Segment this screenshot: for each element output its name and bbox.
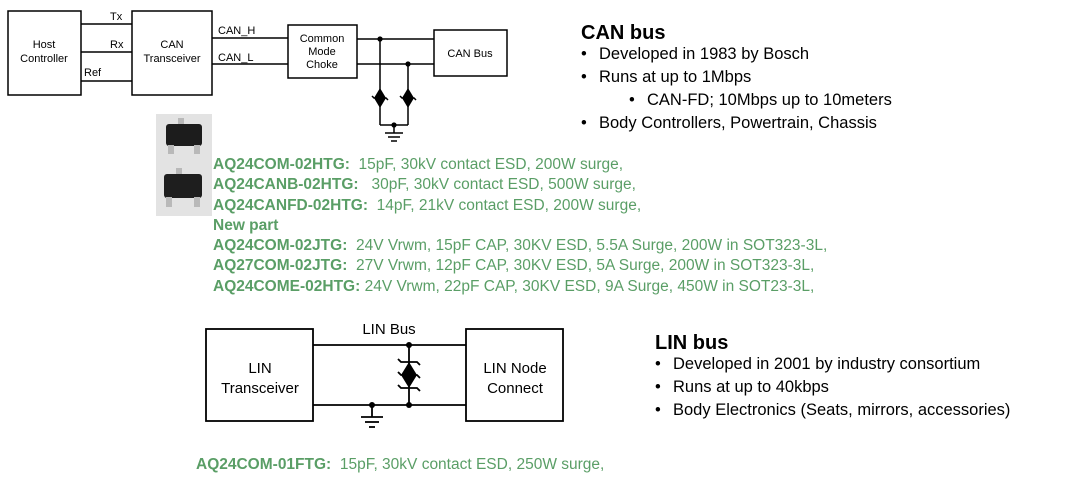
part-spec: 24V Vrwm, 15pF CAP, 30KV ESD, 5.5A Surge…	[347, 237, 828, 255]
can-parts-list: AQ24COM-02HTG: 15pF, 30kV contact ESD, 2…	[213, 155, 827, 297]
part-number: AQ24CANB-02HTG:	[213, 176, 359, 194]
host-controller-label: Host	[33, 39, 56, 51]
tvs-diode-icon	[397, 358, 421, 392]
part-line: New part	[213, 216, 827, 236]
lin-transceiver-label: LIN	[248, 360, 271, 377]
can-bus-label: CAN Bus	[447, 48, 493, 60]
bullet-item: Developed in 2001 by industry consortium	[651, 353, 1010, 376]
part-line: AQ24COME-02HTG: 24V Vrwm, 22pF CAP, 30KV…	[213, 277, 827, 297]
lin-transceiver-label: Transceiver	[221, 380, 299, 397]
can-l-label: CAN_L	[218, 52, 253, 64]
part-spec: 30pF, 30kV contact ESD, 500W surge,	[358, 176, 636, 194]
ref-label: Ref	[84, 67, 102, 79]
can-transceiver-box	[131, 10, 213, 96]
host-controller-label: Controller	[20, 53, 68, 65]
part-line: AQ27COM-02JTG: 27V Vrwm, 12pF CAP, 30KV …	[213, 256, 827, 276]
choke-label: Mode	[308, 46, 336, 58]
rx-label: Rx	[110, 39, 124, 51]
bullet-item: Body Electronics (Seats, mirrors, access…	[651, 399, 1010, 422]
can-circuit-diagram: Host Controller CAN Transceiver Common M…	[7, 10, 508, 142]
part-line: AQ24COM-02HTG: 15pF, 30kV contact ESD, 2…	[213, 155, 827, 175]
tvs-diode-icon	[399, 88, 417, 108]
part-number: AQ24CANFD-02HTG:	[213, 196, 369, 214]
part-number: AQ24COME-02HTG:	[213, 277, 361, 295]
part-spec: 27V Vrwm, 12pF CAP, 30KV ESD, 5A Surge, …	[347, 257, 815, 275]
lin-node-label: LIN Node	[483, 360, 546, 377]
lin-bus-label: LIN Bus	[362, 321, 415, 338]
lin-part-line: AQ24COM-01FTG: 15pF, 30kV contact ESD, 2…	[196, 455, 604, 475]
part-line: AQ24COM-02JTG: 24V Vrwm, 15pF CAP, 30KV …	[213, 236, 827, 256]
can-h-label: CAN_H	[218, 25, 255, 37]
bullet-item: Runs at up to 40kbps	[651, 376, 1010, 399]
tvs-diode-icon	[371, 88, 389, 108]
can-bus-title: CAN bus	[581, 22, 666, 44]
lin-bus-bullets: Developed in 2001 by industry consortium…	[651, 353, 1010, 422]
part-number: AQ24COM-02JTG:	[213, 237, 348, 255]
can-bus-bullets: Developed in 1983 by Bosch Runs at up to…	[577, 43, 892, 135]
tx-label: Tx	[110, 11, 123, 23]
choke-label: Choke	[306, 59, 338, 71]
lin-circuit-diagram: LIN Bus LIN Transceiver LIN Node Connect	[205, 321, 564, 428]
choke-label: Common	[300, 33, 345, 45]
part-spec: 14pF, 21kV contact ESD, 200W surge,	[368, 196, 642, 214]
can-transceiver-label: CAN	[160, 39, 183, 51]
part-spec: 15pF, 30kV contact ESD, 250W surge,	[331, 456, 605, 473]
can-bus-box	[433, 29, 508, 77]
bullet-item: Developed in 1983 by Bosch	[577, 43, 892, 66]
part-number: AQ27COM-02JTG:	[213, 257, 348, 275]
part-spec: 15pF, 30kV contact ESD, 200W surge,	[349, 156, 624, 173]
bullet-item: Body Controllers, Powertrain, Chassis	[577, 112, 892, 135]
can-transceiver-label: Transceiver	[143, 53, 200, 65]
lin-node-box	[465, 328, 564, 422]
lin-bus-title: LIN bus	[655, 332, 729, 354]
part-line: AQ24CANFD-02HTG: 14pF, 21kV contact ESD,…	[213, 196, 827, 216]
lin-node-label: Connect	[487, 380, 544, 397]
part-number: AQ24COM-01FTG:	[196, 456, 332, 473]
lin-transceiver-box	[205, 328, 314, 422]
bullet-sub-item: CAN-FD; 10Mbps up to 10meters	[577, 89, 892, 112]
host-controller-box	[7, 10, 82, 96]
part-number: AQ24COM-02HTG:	[213, 156, 350, 173]
part-spec: 24V Vrwm, 22pF CAP, 30KV ESD, 9A Surge, …	[360, 277, 815, 295]
common-mode-choke-box	[287, 24, 358, 79]
new-part-heading: New part	[213, 216, 279, 234]
sot-package-photo	[156, 114, 212, 216]
part-line: AQ24CANB-02HTG: 30pF, 30kV contact ESD, …	[213, 175, 827, 195]
bullet-item: Runs at up to 1Mbps	[577, 66, 892, 89]
